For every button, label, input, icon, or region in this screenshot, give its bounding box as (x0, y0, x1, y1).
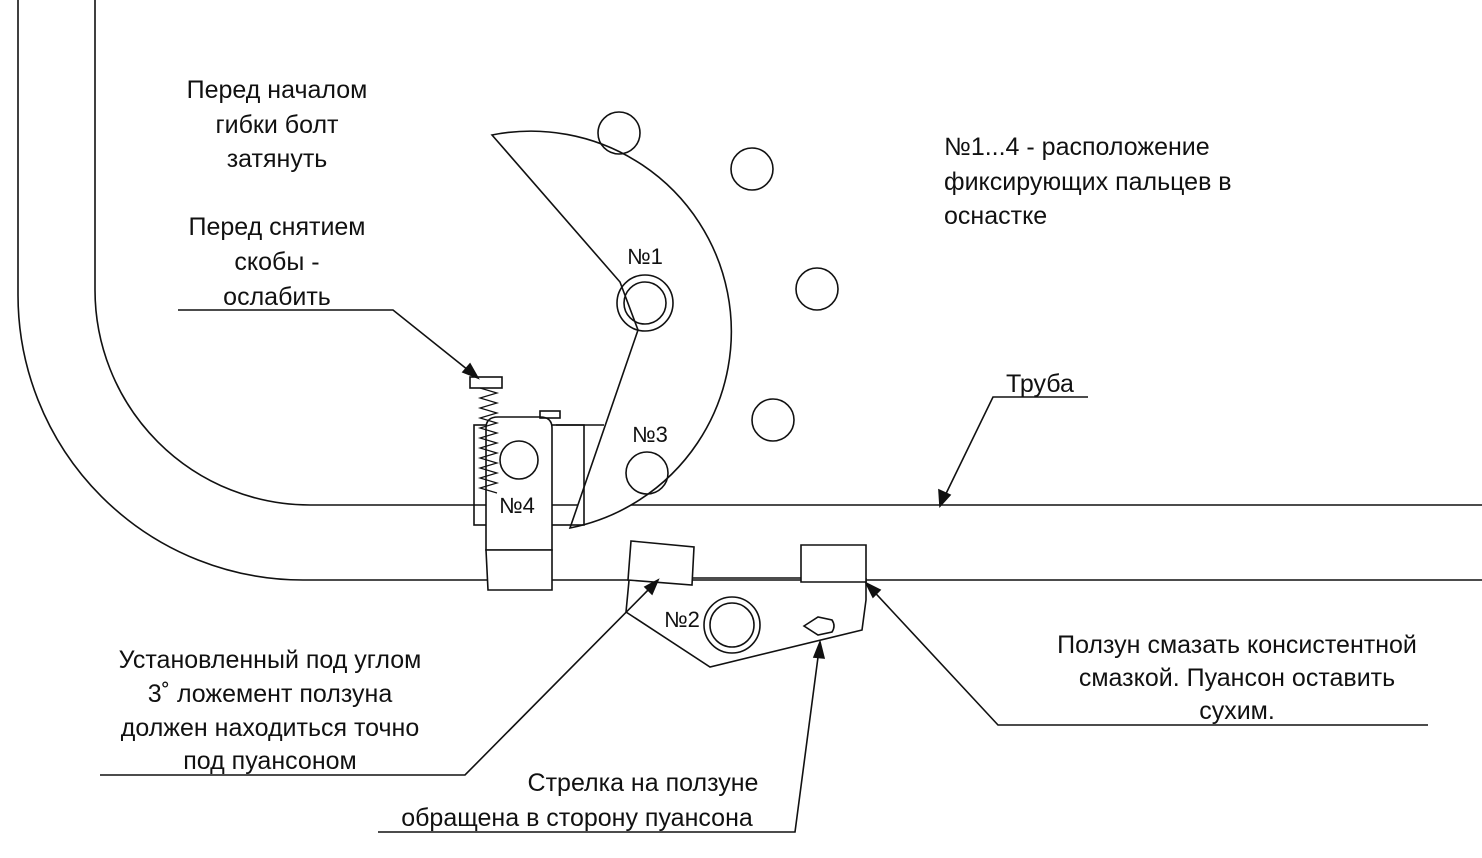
slider-direction-arrow (802, 616, 835, 636)
pin-1 (623, 281, 667, 325)
pipe-label: Труба (1006, 370, 1074, 398)
clamp-lower (485, 549, 553, 591)
pin-4 (499, 440, 539, 480)
bolt-tighten-note-line: Перед началом (187, 76, 368, 104)
lubrication-note-line: сухим. (1199, 697, 1275, 725)
pins-location-note-line: оснастке (944, 202, 1047, 230)
die-hole (730, 147, 774, 191)
bolt (469, 376, 503, 494)
bolt-tighten-note-line: затянуть (227, 145, 328, 173)
slider-bed-note-line: 3˚ ложемент ползуна (148, 680, 393, 708)
bolt-loosen-note-line: скобы - (234, 248, 319, 276)
bolt-thread (477, 387, 500, 494)
slider-bed-note-line: под пуансоном (183, 747, 356, 775)
pin-3-label: №3 (632, 422, 668, 447)
bolt-loosen-note-line: ослабить (223, 283, 331, 311)
arrow-direction-note-line: Стрелка на ползуне (528, 769, 759, 797)
small-bolt-head (539, 410, 561, 419)
die-hole (795, 267, 839, 311)
bolt-loosen-note-line: Перед снятием (188, 213, 365, 241)
pipe-leader-arrowhead (938, 488, 952, 508)
slider-body (625, 569, 867, 668)
bending-die (490, 111, 839, 530)
pins-location-note-line: №1...4 - расположение (944, 133, 1210, 161)
die-hole (751, 398, 795, 442)
bolt-tighten-note-line: гибки болт (216, 111, 340, 139)
slider-end-block (800, 544, 867, 583)
lubrication-note-line: смазкой. Пуансон оставить (1079, 664, 1395, 692)
bolt-leader-arrowhead (461, 362, 480, 380)
slider-bed-note-line: должен находиться точно (121, 714, 419, 742)
arrow-note-leader (378, 641, 821, 833)
leader-lines (100, 309, 1428, 833)
bolt-leader (178, 309, 479, 379)
pipe-leader (939, 396, 1088, 507)
slider-bed-note-line: Установленный под углом (119, 646, 422, 674)
slider-bed-leader-arrowhead (643, 578, 660, 596)
pin-2 (709, 602, 755, 648)
annotations: Перед началом гибки болт затянуть Перед … (119, 76, 1417, 832)
slider (625, 540, 867, 668)
lubrication-leader (865, 582, 1428, 726)
pins-location-note-line: фиксирующих пальцев в (944, 168, 1232, 196)
pin-4-label: №4 (499, 493, 535, 518)
slider-bed-leader (100, 579, 659, 776)
lubrication-leader-arrowhead (864, 581, 882, 599)
die-hole (597, 111, 641, 155)
pin-1-hole (616, 274, 674, 332)
pipe-outer-wall (17, 0, 1482, 581)
pipe-inner-wall (94, 0, 1482, 506)
arrow-note-leader-arrowhead (812, 639, 826, 659)
pipe (17, 0, 1482, 581)
clamp (469, 376, 604, 591)
pin-3 (625, 451, 669, 495)
pin-2-hole (703, 596, 761, 654)
die-disc (490, 130, 733, 530)
arrow-direction-note-line: обращена в сторону пуансона (401, 804, 753, 832)
pin-1-label: №1 (627, 244, 663, 269)
slider-bed-block (627, 540, 695, 586)
lubrication-note-line: Ползун смазать консистентной (1057, 631, 1417, 659)
bolt-head (469, 376, 503, 389)
pin-2-label: №2 (664, 607, 700, 632)
